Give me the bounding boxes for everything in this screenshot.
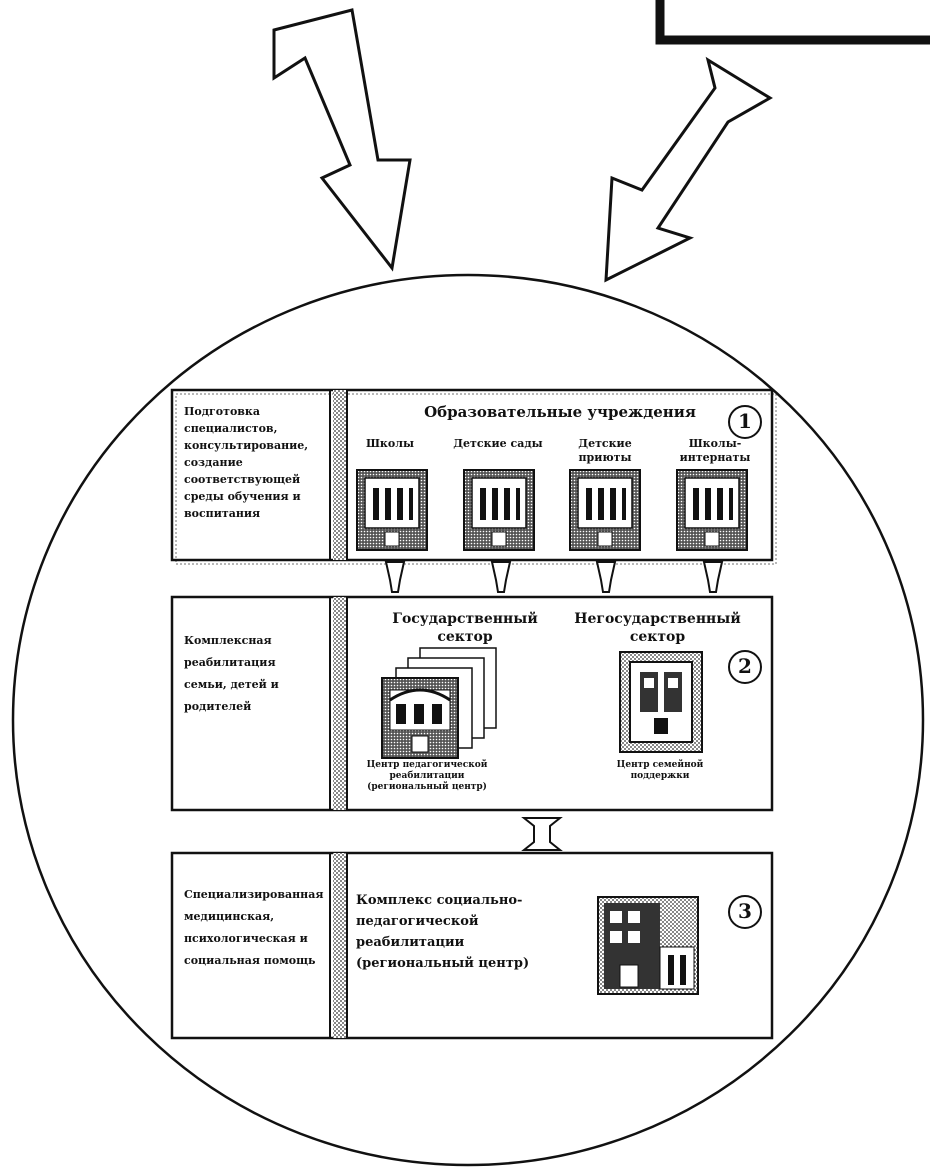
school-building-icon xyxy=(356,469,428,551)
tier1-number: 1 xyxy=(738,409,752,433)
tier2-tier3-connector xyxy=(521,817,563,851)
tier1-tier2-connectors xyxy=(384,561,724,593)
right-input-arrow xyxy=(604,56,773,283)
kindergarten-building-icon xyxy=(463,469,535,551)
corner-frame xyxy=(655,0,930,45)
tier3-number-circle xyxy=(728,895,762,929)
tier1-col-boarding-schools: Школы-интернаты xyxy=(679,437,751,464)
tier1-col-orphanages: Детские приюты xyxy=(578,437,632,464)
tier1-col-schools: Школы xyxy=(365,437,414,450)
orphanage-building-icon xyxy=(569,469,641,551)
tier2-nonstate-caption: Центр семейной поддержки xyxy=(616,760,704,781)
tier3-number: 3 xyxy=(738,899,752,923)
system-circle xyxy=(11,273,925,1167)
tier1-panel xyxy=(170,388,777,565)
tier1-title: Образовательные учреждения xyxy=(424,403,696,421)
left-input-arrow xyxy=(272,8,412,272)
tier2-number: 2 xyxy=(738,654,752,678)
tier3-main-text: Комплекс социально-педагогической реабил… xyxy=(356,893,530,971)
tier2-side-text: Комплексная реабилитация семьи, детей и … xyxy=(184,634,279,713)
state-center-stack-icon xyxy=(381,647,497,759)
tier3-panel xyxy=(170,851,774,1040)
boarding-school-building-icon xyxy=(676,469,748,551)
tier2-state-caption: Центр педагогической реабилитации (регио… xyxy=(366,760,488,792)
tier3-side-text: Специализированная медицинская, психолог… xyxy=(184,888,324,967)
tier2-panel xyxy=(170,595,774,812)
tier2-state-sector: Государственный сектор xyxy=(392,611,538,645)
tier1-col-kindergartens: Детские сады xyxy=(453,437,543,450)
tier1-number-circle xyxy=(728,405,762,439)
family-center-icon xyxy=(619,651,703,753)
regional-center-icon xyxy=(597,896,699,995)
tier2-nonstate-sector: Негосударственный сектор xyxy=(574,611,741,645)
tier1-side-text: Подготовка специалистов, консультировани… xyxy=(184,405,309,520)
tier2-number-circle xyxy=(728,650,762,684)
